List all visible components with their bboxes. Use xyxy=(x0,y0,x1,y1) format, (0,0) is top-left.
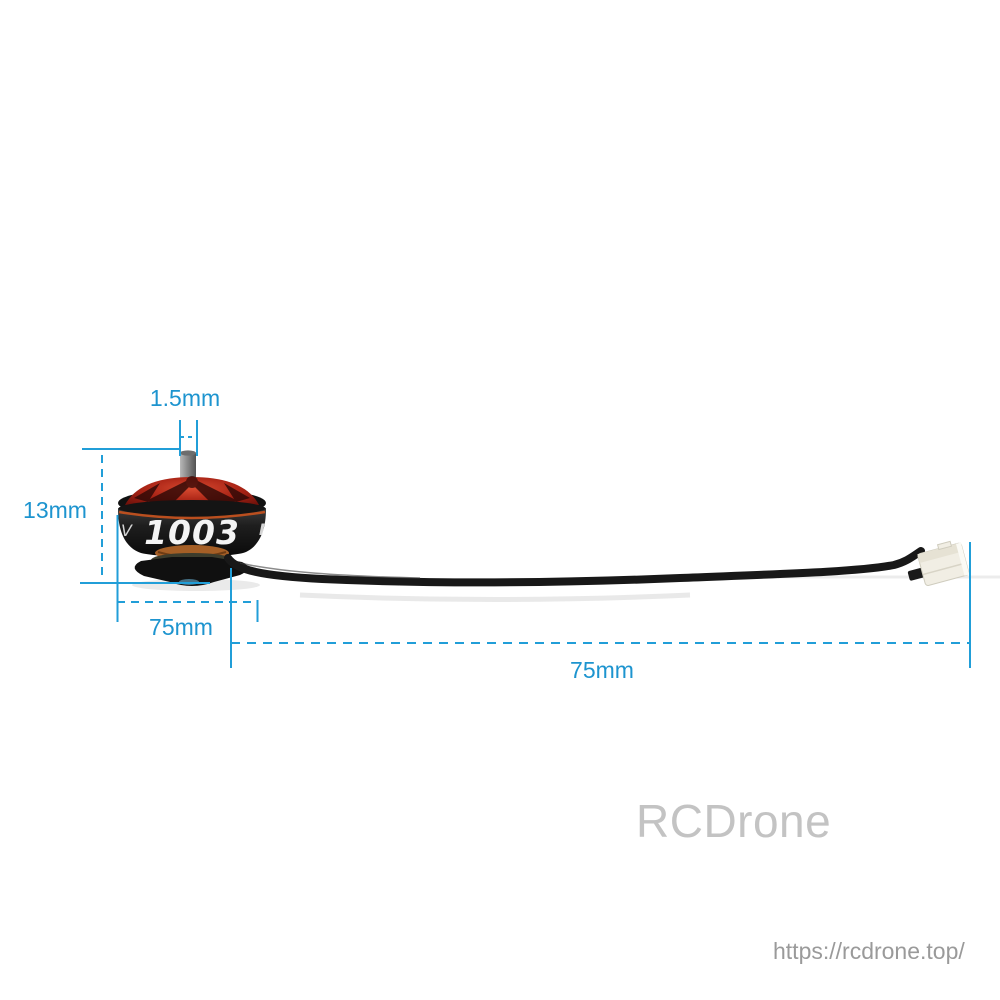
connector-top-shade xyxy=(917,542,964,563)
bell-spokes xyxy=(134,476,250,505)
connector-slot-line xyxy=(922,562,967,576)
motor-right-marking: I xyxy=(259,520,265,539)
wire-length-label: 75mm xyxy=(570,657,634,683)
motor-left-marking: V xyxy=(121,521,133,540)
motor-height-label: 13mm xyxy=(23,497,87,523)
wire-shadow xyxy=(299,592,691,602)
brand-watermark: RCDrone xyxy=(636,795,832,847)
motor-wire xyxy=(224,547,925,587)
wire-highlight xyxy=(239,562,421,579)
connector-latch-tab xyxy=(936,540,953,551)
footer-url: https://rcdrone.top/ xyxy=(773,938,965,964)
motor-photo: 1003 V I xyxy=(118,450,266,591)
jst-connector xyxy=(907,540,970,586)
motor-width-label: 75mm xyxy=(149,614,213,640)
motor-shaft-top xyxy=(180,450,196,456)
connector-edge-highlight xyxy=(955,542,970,576)
accent-ring xyxy=(118,510,266,520)
motor-body xyxy=(118,509,266,557)
dimension-lines xyxy=(80,420,971,668)
bell-lip xyxy=(118,500,266,518)
shaft-width-label: 1.5mm xyxy=(149,385,221,411)
mount-base xyxy=(134,557,249,586)
